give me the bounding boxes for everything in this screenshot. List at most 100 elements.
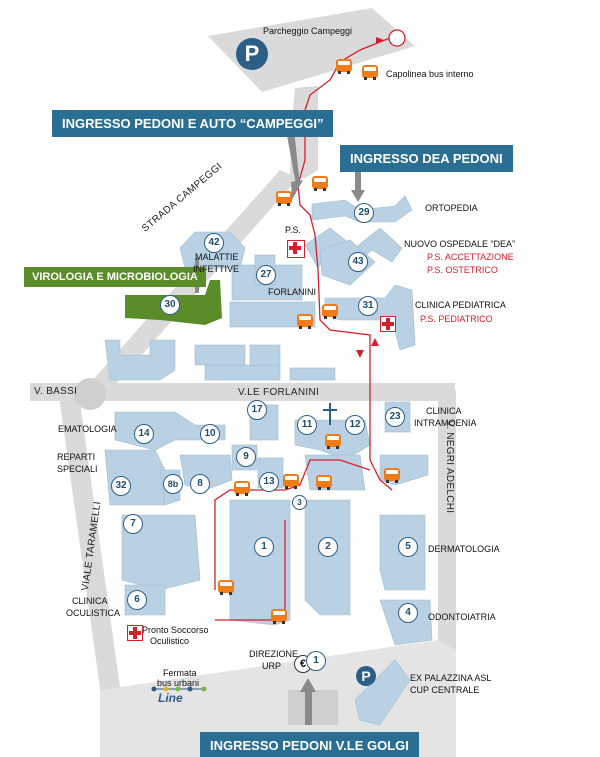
bus-icon bbox=[297, 314, 313, 329]
building-number: 8 bbox=[190, 474, 210, 494]
arrow-golgi-shaft bbox=[305, 690, 312, 725]
label-urp: URP bbox=[262, 661, 282, 671]
building-number: 7 bbox=[123, 514, 143, 534]
red-cross-icon-ps bbox=[287, 240, 305, 258]
bus-terminal-label: Capolinea bus interno bbox=[386, 69, 474, 79]
label-bus-urbani: bus urbani bbox=[157, 678, 200, 688]
building-number: 5 bbox=[398, 537, 418, 557]
viale-taramelli-road bbox=[58, 390, 122, 700]
building-number: 17 bbox=[247, 400, 267, 420]
bus-icon bbox=[218, 580, 234, 595]
bus-icon bbox=[234, 481, 250, 496]
building-number: 10 bbox=[200, 424, 220, 444]
building-number: 6 bbox=[127, 590, 147, 610]
arrow-dea-shaft bbox=[355, 172, 361, 192]
label-ortopedia: ORTOPEDIA bbox=[425, 203, 478, 213]
label-clinica-oculistica-1: CLINICA bbox=[72, 596, 108, 606]
arrow-campeggi-shaft bbox=[286, 130, 300, 185]
route-arrows bbox=[356, 37, 384, 358]
building-number: 12 bbox=[345, 415, 365, 435]
via-bassi-road bbox=[30, 383, 455, 401]
label-clinica-intramoenia-1: CLINICA bbox=[426, 406, 462, 416]
building-number: 13 bbox=[259, 472, 279, 492]
building-number: 11 bbox=[297, 415, 317, 435]
building-number: 27 bbox=[256, 265, 276, 285]
bus-icon bbox=[384, 468, 400, 483]
label-reparti: REPARTI bbox=[57, 452, 96, 462]
parking-icon-2: P bbox=[356, 666, 376, 686]
label-cup-centrale: CUP CENTRALE bbox=[410, 685, 480, 695]
label-ematologia: EMATOLOGIA bbox=[58, 424, 117, 434]
red-cross-icon-pediatric bbox=[380, 316, 396, 332]
label-fermata: Fermata bbox=[163, 668, 197, 678]
label-speciali: SPECIALI bbox=[57, 464, 98, 474]
label-malattie: MALATTIE bbox=[195, 252, 239, 262]
building-west-2 bbox=[194, 344, 246, 366]
building-number: 32 bbox=[111, 476, 131, 496]
bus-icon bbox=[325, 434, 341, 449]
label-ps-accettazione: P.S. ACCETTAZIONE bbox=[427, 252, 514, 262]
label-forlanini: FORLANINI bbox=[268, 287, 317, 297]
label-dea: NUOVO OSPEDALE “DEA” bbox=[404, 239, 516, 249]
roundabout bbox=[74, 378, 106, 410]
building-number: 3 bbox=[292, 495, 307, 510]
virology-banner: VIROLOGIA E MICROBIOLOGIA bbox=[24, 267, 206, 287]
building-number: 9 bbox=[236, 447, 256, 467]
bus-icon bbox=[322, 304, 338, 319]
building-number: 14 bbox=[134, 424, 154, 444]
label-clinica-intramoenia-2: INTRAMOENIA bbox=[414, 418, 477, 428]
bus-icon bbox=[312, 176, 328, 191]
bus-icon bbox=[276, 191, 292, 206]
building-number: 2 bbox=[318, 537, 338, 557]
label-infettive: INFETTIVE bbox=[193, 264, 240, 274]
label-pronto-soccorso: Pronto Soccorso bbox=[142, 625, 209, 635]
parking-icon: P bbox=[236, 38, 268, 70]
building-west-4 bbox=[249, 344, 281, 366]
entrance-golgi-banner: INGRESSO PEDONI V.LE GOLGI bbox=[200, 732, 419, 757]
street-forlanini: V.LE FORLANINI bbox=[238, 387, 320, 398]
building-number: 43 bbox=[348, 252, 368, 272]
arrow-up-icon bbox=[371, 338, 379, 346]
building-number: 23 bbox=[385, 407, 405, 427]
building-1 bbox=[229, 499, 291, 626]
label-ps-ostetrico: P.S. OSTETRICO bbox=[427, 265, 498, 275]
building-2 bbox=[304, 499, 351, 616]
label-ps: P.S. bbox=[285, 225, 301, 235]
via-negri-road bbox=[438, 390, 456, 650]
label-ex-palazzina: EX PALAZZINA ASL bbox=[410, 673, 492, 683]
chapel-cross-icon bbox=[323, 403, 337, 425]
label-ps-pediatrico: P.S. PEDIATRICO bbox=[420, 314, 493, 324]
arrow-golgi-head bbox=[300, 678, 316, 692]
label-dermatologia: DERMATOLOGIA bbox=[428, 544, 500, 554]
label-direzione: DIREZIONE bbox=[249, 649, 299, 659]
building-number: 8b bbox=[163, 474, 183, 494]
arrow-dea-head bbox=[351, 190, 365, 202]
bus-icon bbox=[336, 59, 352, 74]
bus-icon bbox=[362, 65, 378, 80]
arrow-right-icon bbox=[376, 37, 384, 44]
building-west-1 bbox=[104, 339, 176, 381]
line-logo-dots bbox=[151, 686, 207, 692]
parking-area bbox=[208, 8, 415, 92]
label-odontoiatria: ODONTOIATRIA bbox=[428, 612, 496, 622]
street-negri: V. NEGRI ADELCHI bbox=[444, 420, 455, 514]
entrance-campeggi-banner: INGRESSO PEDONI E AUTO “CAMPEGGI” bbox=[52, 110, 334, 137]
bus-icon bbox=[271, 609, 287, 624]
bus-icon bbox=[283, 474, 299, 489]
building-number: 4 bbox=[398, 603, 418, 623]
building-west-5 bbox=[289, 367, 336, 381]
label-clinica-pediatrica: CLINICA PEDIATRICA bbox=[415, 300, 506, 310]
bus-icon bbox=[316, 475, 332, 490]
building-dea-center bbox=[319, 239, 376, 286]
parking-label: Parcheggio Campeggi bbox=[263, 26, 353, 36]
urp-number: 1 bbox=[306, 651, 326, 671]
entrance-dea-banner: INGRESSO DEA PEDONI bbox=[340, 145, 513, 172]
label-clinica-oculistica-2: OCULISTICA bbox=[66, 608, 121, 618]
label-oculistico: Oculistico bbox=[150, 636, 190, 646]
building-ex-asl bbox=[354, 659, 411, 726]
route-line-1 bbox=[297, 37, 393, 491]
building-number: 42 bbox=[204, 233, 224, 253]
red-cross-icon-oculistico bbox=[127, 625, 143, 641]
route-end-circle bbox=[388, 29, 406, 47]
building-number: 29 bbox=[354, 203, 374, 223]
